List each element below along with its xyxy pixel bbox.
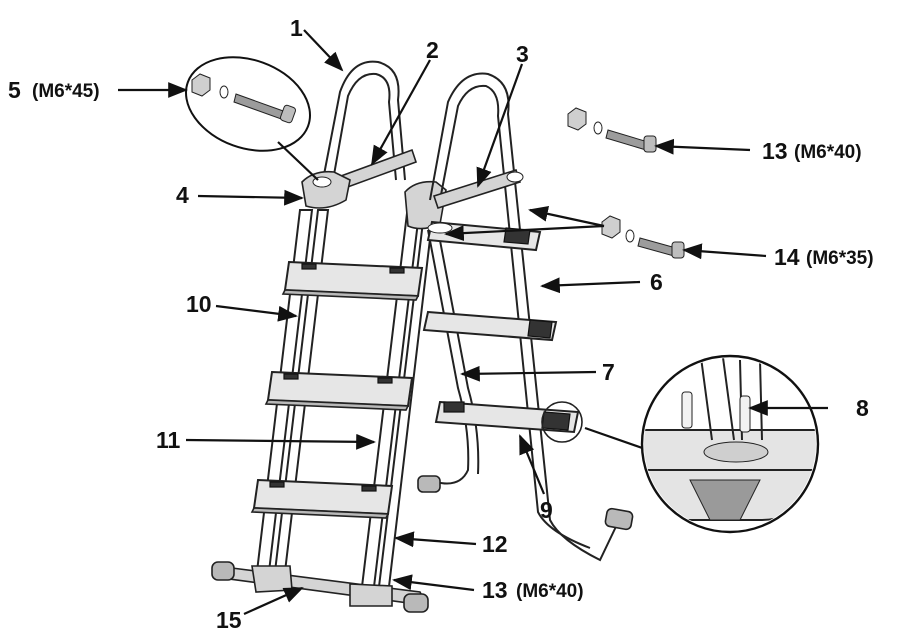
handrail-right bbox=[429, 72, 623, 562]
callout-10: 10 bbox=[186, 291, 212, 317]
callout-1: 1 bbox=[290, 15, 303, 41]
callout-13-bottom: 13 bbox=[482, 577, 508, 603]
inside-step-3 bbox=[434, 400, 580, 434]
bolt-set-14 bbox=[444, 206, 685, 259]
bolt-icon bbox=[637, 237, 677, 257]
nut-icon bbox=[567, 107, 587, 131]
end-cap-left bbox=[417, 475, 441, 493]
inside-ladder-frame bbox=[417, 72, 634, 562]
end-cap-right bbox=[604, 507, 634, 531]
nut-icon bbox=[191, 73, 211, 97]
callout-3: 3 bbox=[516, 41, 529, 67]
callout-6: 6 bbox=[650, 269, 663, 295]
inside-step-2 bbox=[422, 310, 558, 342]
callout-9: 9 bbox=[540, 497, 553, 523]
callout-7: 7 bbox=[602, 359, 615, 385]
pin-icon bbox=[681, 391, 693, 429]
bolt-icon bbox=[233, 93, 287, 121]
callout-5-spec: (M6*45) bbox=[32, 81, 100, 102]
inside-step-1 bbox=[426, 220, 542, 252]
washer-icon bbox=[593, 121, 603, 135]
callout-11: 11 bbox=[156, 427, 181, 453]
callout-14: 14 bbox=[774, 244, 800, 270]
washer-icon bbox=[625, 229, 635, 243]
step-3 bbox=[250, 478, 394, 519]
pin-icon bbox=[739, 395, 751, 433]
washer-icon bbox=[219, 85, 229, 99]
callout-5: 5 bbox=[8, 77, 21, 103]
bolt-set-13 bbox=[567, 107, 657, 153]
bolt-inset-5 bbox=[185, 56, 319, 181]
callout-13-top-spec: (M6*40) bbox=[794, 142, 862, 163]
bolt-icon bbox=[605, 129, 649, 151]
detail-magnifier bbox=[584, 354, 820, 534]
step-2 bbox=[264, 370, 414, 411]
callout-8: 8 bbox=[856, 395, 869, 421]
nut-icon bbox=[601, 215, 621, 239]
callout-13-top: 13 bbox=[762, 138, 788, 164]
callout-15: 15 bbox=[216, 607, 242, 633]
detail-marker-circle bbox=[541, 401, 583, 443]
callout-13-bottom-spec: (M6*40) bbox=[516, 581, 584, 602]
callout-labels: 1 2 3 4 5 (M6*45) 6 7 8 9 10 11 12 13 (M… bbox=[8, 15, 874, 633]
callout-2: 2 bbox=[426, 37, 439, 63]
handrail-left bbox=[321, 60, 406, 186]
callout-14-spec: (M6*35) bbox=[806, 248, 874, 269]
step-1 bbox=[281, 260, 424, 301]
base-bar bbox=[211, 561, 429, 613]
callout-4: 4 bbox=[176, 182, 189, 208]
outside-ladder-frame bbox=[211, 60, 447, 613]
leader-arrows bbox=[118, 29, 828, 616]
callout-12: 12 bbox=[482, 531, 508, 557]
